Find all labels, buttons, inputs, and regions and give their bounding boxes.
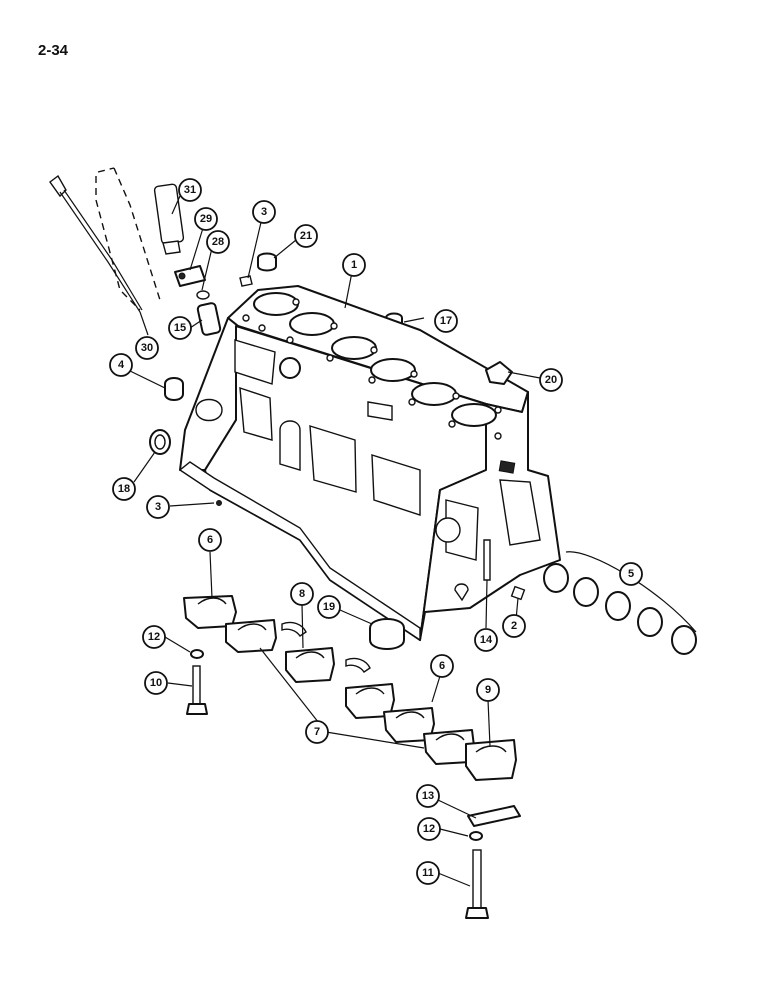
callout-1: 1: [342, 253, 366, 277]
callout-30: 30: [135, 336, 159, 360]
callout-4: 4: [109, 353, 133, 377]
callout-20: 20: [539, 368, 563, 392]
callout-3-side: 3: [146, 495, 170, 519]
svg-text:30: 30: [141, 342, 153, 354]
svg-text:10: 10: [150, 677, 162, 689]
bolt-11-head: [465, 907, 489, 919]
svg-text:21: 21: [300, 230, 312, 242]
callout-12-bottom: 12: [417, 817, 441, 841]
oring-28: [196, 290, 210, 300]
svg-text:3: 3: [261, 206, 267, 218]
callout-10: 10: [144, 671, 168, 695]
svg-text:13: 13: [422, 790, 434, 802]
bolt-11-shank: [472, 849, 482, 909]
dipstick: [49, 174, 67, 198]
dipstick-rod: [59, 191, 141, 313]
svg-text:17: 17: [440, 315, 452, 327]
svg-text:14: 14: [480, 634, 493, 646]
plug-19: [369, 618, 405, 650]
callout-21: 21: [294, 224, 318, 248]
washer-12b: [469, 831, 483, 841]
thrust-washer-b: [345, 657, 371, 673]
plug-21: [257, 252, 277, 272]
head-bolt-holes: [242, 298, 502, 440]
svg-text:1: 1: [351, 259, 357, 271]
sleeve-15: [196, 302, 222, 336]
page-number: 2-34: [38, 42, 69, 59]
svg-text:9: 9: [485, 684, 491, 696]
bolt-10-head: [186, 703, 208, 715]
svg-text:8: 8: [299, 588, 305, 600]
callout-11: 11: [416, 861, 440, 885]
svg-text:4: 4: [118, 359, 125, 371]
callout-15: 15: [168, 316, 192, 340]
cylinder-block-1: [178, 285, 561, 642]
callout-2: 2: [502, 614, 526, 638]
callout-29: 29: [194, 207, 218, 231]
svg-text:12: 12: [423, 823, 435, 835]
svg-text:5: 5: [628, 568, 634, 580]
callout-28: 28: [206, 230, 230, 254]
thrust-washer-a: [281, 621, 307, 637]
callout-3-top: 3: [252, 200, 276, 224]
plug-3-top: [239, 275, 253, 287]
svg-text:7: 7: [314, 726, 320, 738]
plate-13: [467, 805, 521, 827]
hardware: [186, 649, 521, 919]
svg-text:15: 15: [174, 322, 186, 334]
svg-text:6: 6: [439, 660, 445, 672]
washer-12a: [190, 649, 204, 659]
svg-text:18: 18: [118, 483, 130, 495]
sender-20: [485, 361, 513, 385]
clamp-29: [174, 265, 206, 287]
tube-31-end: [162, 240, 181, 255]
callout-7: 7: [305, 720, 329, 744]
callout-12-top: 12: [142, 625, 166, 649]
svg-text:29: 29: [200, 213, 212, 225]
callout-13: 13: [416, 784, 440, 808]
plug-2: [510, 585, 526, 601]
callout-8: 8: [290, 582, 314, 606]
plug-3-side: [216, 500, 222, 506]
svg-text:6: 6: [207, 534, 213, 546]
dipstick-tube-bracket: [95, 167, 161, 311]
svg-text:28: 28: [212, 236, 224, 248]
callout-31: 31: [178, 178, 202, 202]
svg-text:11: 11: [422, 867, 434, 879]
svg-text:2: 2: [511, 620, 517, 632]
bearing-caps: [183, 595, 517, 781]
callout-9: 9: [476, 678, 500, 702]
svg-text:20: 20: [545, 374, 557, 386]
callout-18: 18: [112, 477, 136, 501]
callout-6-bottom: 6: [430, 654, 454, 678]
dipstick-group: [49, 167, 222, 336]
callout-14: 14: [474, 628, 498, 652]
side-parts: [149, 361, 526, 650]
svg-text:31: 31: [184, 184, 196, 196]
callout-6-top: 6: [198, 528, 222, 552]
leader-lines: [127, 195, 627, 887]
fitting-14: [483, 539, 491, 581]
callout-17: 17: [434, 309, 458, 333]
plug-4: [164, 377, 184, 401]
svg-text:19: 19: [323, 601, 335, 613]
callouts: 31 29 28 3 21 1 17 15 30 4 20 18 3 6 5 8…: [109, 178, 643, 885]
svg-text:12: 12: [148, 631, 160, 643]
callout-5: 5: [619, 562, 643, 586]
bolt-10-shank: [192, 665, 201, 705]
cam-bearings-5: [543, 551, 697, 655]
callout-19: 19: [317, 595, 341, 619]
svg-text:3: 3: [155, 501, 161, 513]
